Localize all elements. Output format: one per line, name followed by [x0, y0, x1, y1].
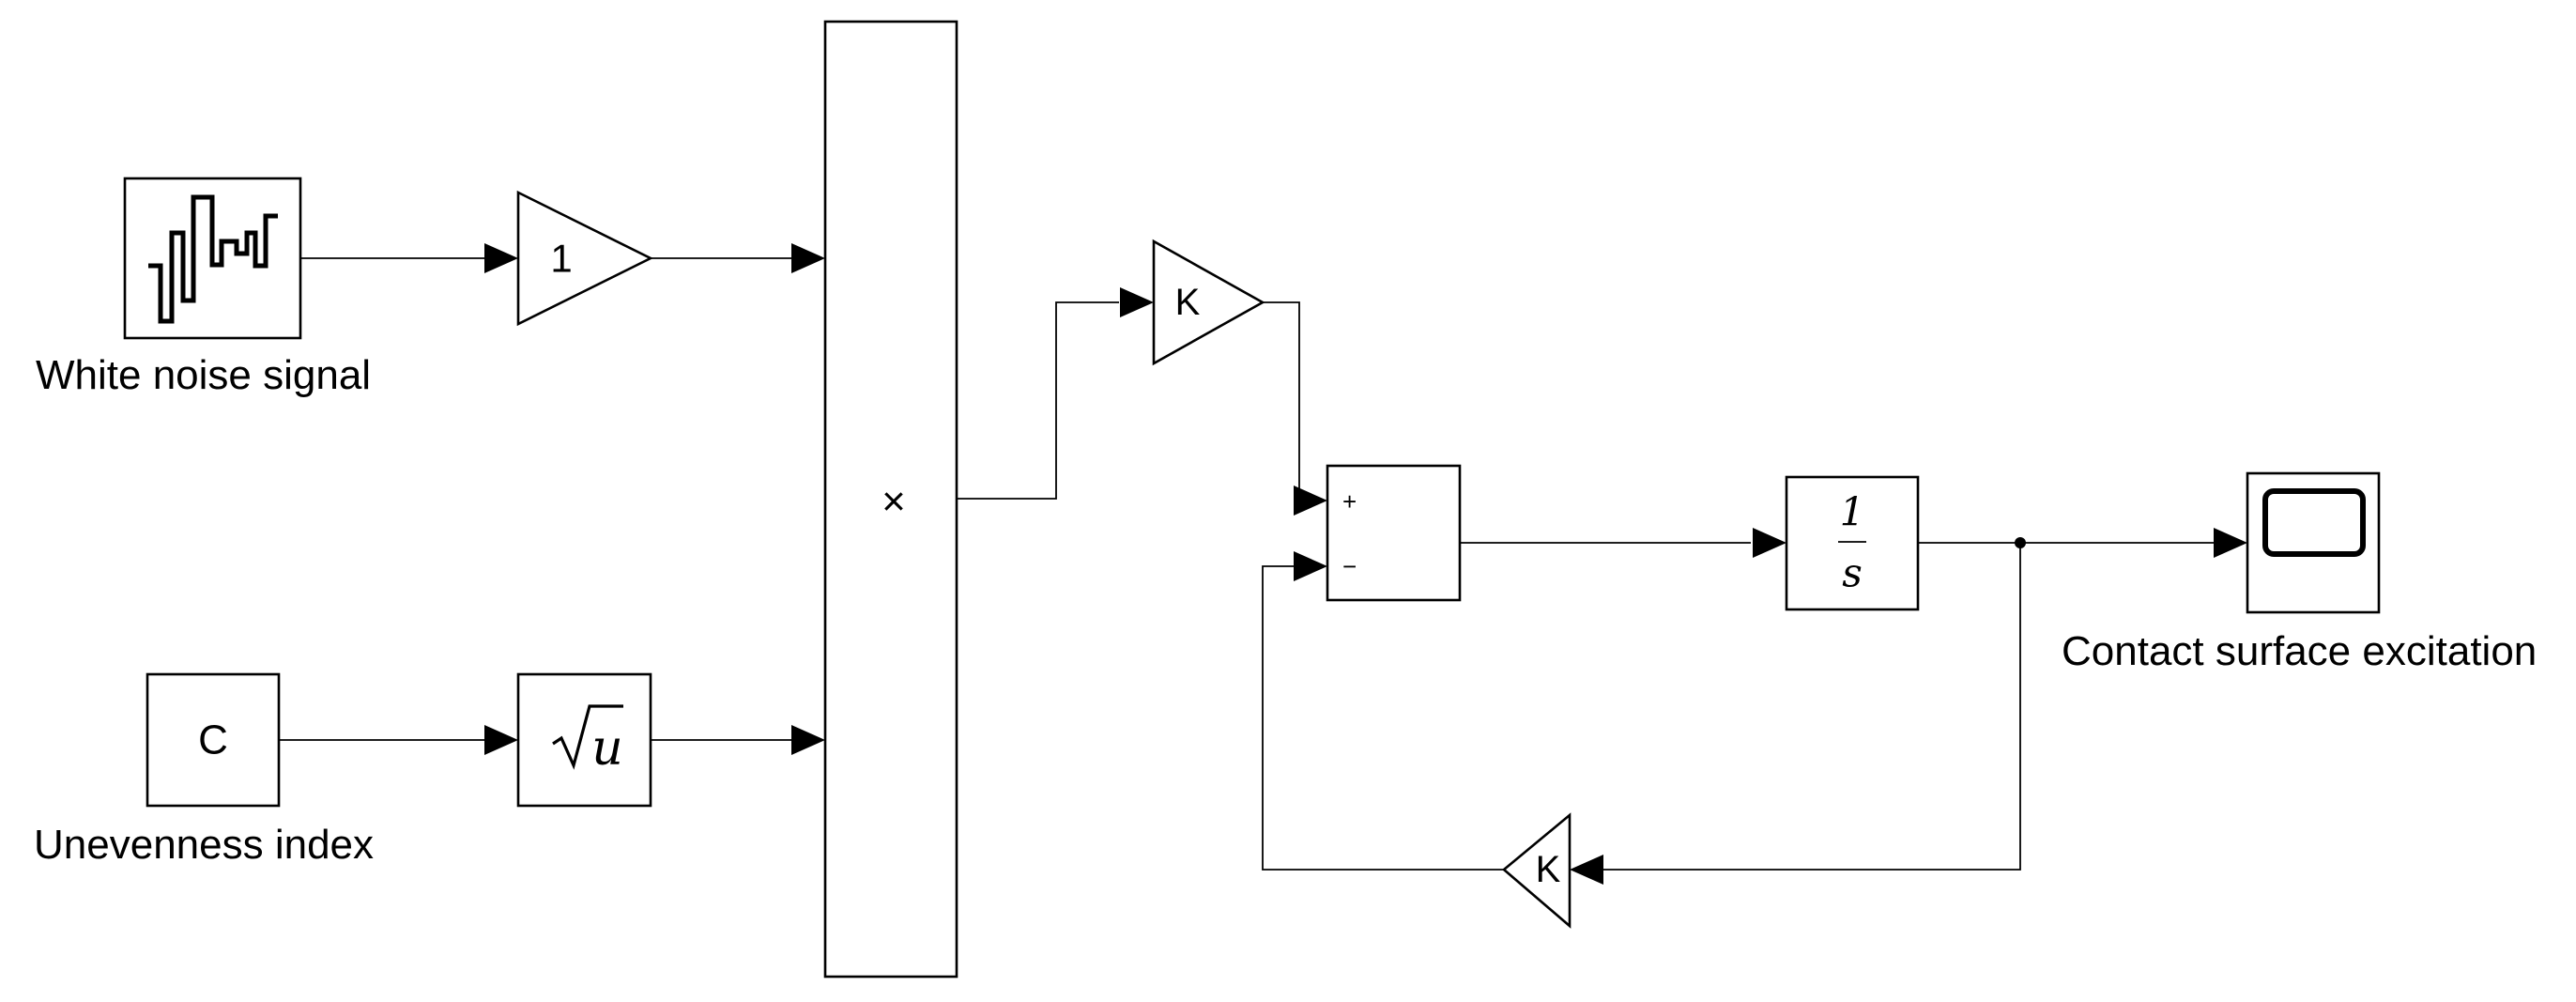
arrowhead-sqrt-input [484, 725, 518, 755]
constant-value: C [198, 717, 228, 763]
arrowhead-product-input1 [791, 243, 825, 273]
arrowhead-feedback-input [1570, 855, 1603, 885]
sqrt-block[interactable]: u [516, 672, 652, 808]
gain-k-block[interactable]: K [1152, 239, 1265, 366]
branch-point [2015, 537, 2026, 548]
arrowhead-integrator-input [1753, 528, 1786, 558]
gain-k-value: K [1175, 282, 1201, 323]
arrowhead-product-input2 [791, 725, 825, 755]
arrowheads [484, 243, 2247, 885]
wire-branch-to-feedback [1603, 543, 2021, 871]
unevenness-index-label: Unevenness index [34, 822, 374, 868]
contact-excitation-label: Contact surface excitation [2062, 628, 2537, 674]
integrator-numerator: 1 [1840, 489, 1865, 535]
white-noise-label: White noise signal [36, 352, 371, 398]
wire-product-to-gaink [957, 301, 1119, 500]
arrowhead-scope-input [2214, 528, 2247, 558]
integrator-block[interactable]: 1 s [1785, 475, 1920, 611]
sum-plus-sign: + [1342, 487, 1357, 516]
wire-gaink-to-sum [1263, 301, 1300, 501]
sum-minus-sign: − [1342, 552, 1357, 580]
arrowhead-sum-minus-input [1294, 551, 1327, 581]
wire-feedback-to-sum [1262, 565, 1504, 871]
gain-1-value: 1 [550, 237, 572, 281]
constant-block[interactable]: C [146, 672, 281, 808]
signal-wires [279, 257, 2214, 871]
scope-screen-icon [2262, 488, 2366, 557]
sqrt-radical-icon [552, 704, 623, 770]
arrowhead-gaink-input [1120, 287, 1154, 317]
product-symbol: × [882, 479, 906, 525]
gain-1-block[interactable]: 1 [516, 190, 653, 327]
feedback-gain-k-block[interactable]: K [1501, 812, 1572, 929]
feedback-gain-k-value: K [1536, 849, 1561, 890]
scope-block[interactable] [2246, 471, 2381, 614]
sum-block[interactable]: + − [1326, 464, 1462, 602]
arrowhead-gain1-input [484, 243, 518, 273]
white-noise-block[interactable] [123, 177, 302, 340]
product-block[interactable]: × [823, 20, 958, 979]
sqrt-variable: u [591, 720, 623, 777]
integrator-denominator: s [1842, 550, 1863, 596]
arrowhead-sum-plus-input [1294, 486, 1327, 516]
noise-waveform-icon [148, 194, 278, 324]
